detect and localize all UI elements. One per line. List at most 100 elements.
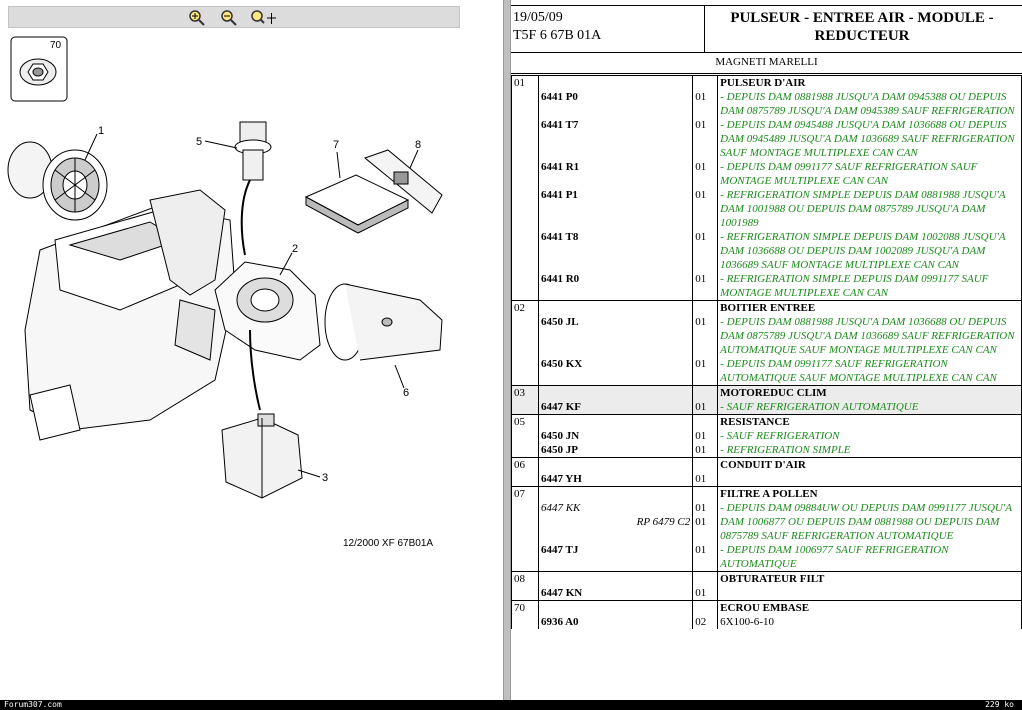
part-reference[interactable]: 6441 P0: [540, 91, 578, 103]
part-reference[interactable]: 6450 JL: [540, 316, 579, 328]
table-row[interactable]: 6447 TJ 01 - DEPUIS DAM 1006977 SAUF REFRI…: [511, 543, 1022, 572]
status-site: Forum307.com: [4, 700, 62, 709]
viewer-toolbar: [8, 6, 460, 28]
group-name: BOITIER ENTREE: [717, 300, 1022, 315]
callout-8: 8: [415, 139, 421, 151]
header-date: 19/05/09: [513, 10, 563, 25]
quantity: 01: [695, 189, 707, 201]
leader-lines: [84, 133, 419, 478]
table-row[interactable]: 6441 R0 01 - REFRIGERATION SIMPLE DEPUIS D…: [511, 272, 1022, 301]
part-reference[interactable]: 6450 JN: [540, 430, 580, 442]
table-row[interactable]: 6441 P1 01 - REFRIGERATION SIMPLE DEPUIS D…: [511, 188, 1022, 230]
part-reference[interactable]: 6441 T8: [540, 231, 579, 243]
applicability-note: - DEPUIS DAM 1006977 SAUF REFRIGERATION …: [717, 543, 1022, 572]
quantity: 01: [695, 316, 707, 328]
part-5-resistance: [234, 121, 272, 181]
group-number: 02: [511, 300, 539, 315]
quantity: 01: [695, 401, 707, 413]
applicability-note: - DEPUIS DAM 0881988 JUSQU'A DAM 0945388…: [717, 90, 1022, 118]
housing-module: [24, 189, 236, 441]
applicability-note: [717, 586, 1022, 601]
group-number: 07: [511, 486, 539, 501]
part-reference[interactable]: 6441 P1: [540, 189, 578, 201]
applicability-note: - REFRIGERATION SIMPLE DEPUIS DAM 099117…: [717, 272, 1022, 301]
callout-6: 6: [403, 387, 409, 399]
part-reference[interactable]: 6936 A0: [540, 616, 579, 628]
part-1-blower: [7, 141, 108, 221]
zoom-in-icon[interactable]: [187, 8, 207, 26]
table-row[interactable]: 6441 P0 01 - DEPUIS DAM 0881988 JUSQU'A DA…: [511, 90, 1022, 118]
status-bar: Forum307.com 229 ko: [0, 700, 1022, 710]
part-reference[interactable]: 6450 JP: [540, 444, 578, 456]
quantity: 01: [695, 502, 707, 514]
part-reference[interactable]: 6447 KF: [540, 401, 581, 413]
group-name: MOTOREDUC CLIM: [717, 385, 1022, 400]
group-name: OBTURATEUR FILT: [717, 571, 1022, 586]
table-row[interactable]: 6936 A0 02 6X100-6-10: [511, 615, 1022, 629]
panel-splitter[interactable]: [503, 0, 511, 702]
zoom-pan-icon[interactable]: [249, 8, 277, 26]
part-reference[interactable]: 6441 R1: [540, 161, 580, 173]
table-row[interactable]: 6447 YH 01: [511, 472, 1022, 487]
table-row[interactable]: 6441 T7 01 - DEPUIS DAM 0945488 JUSQU'A DA…: [511, 118, 1022, 160]
group-header-row: 06 CONDUIT D'AIR: [511, 457, 1022, 472]
callout-3: 3: [322, 472, 328, 484]
group-header-row: 02 BOITIER ENTREE: [511, 300, 1022, 315]
zoom-out-icon[interactable]: [219, 8, 239, 26]
quantity: 01: [695, 161, 707, 173]
quantity: 01: [695, 231, 707, 243]
parts-panel: 19/05/09 T5F 6 67B 01A PULSEUR - ENTREE …: [511, 0, 1022, 702]
part-reference[interactable]: 6447 KN: [540, 587, 583, 599]
applicability-note: - REFRIGERATION SIMPLE DEPUIS DAM 088198…: [717, 188, 1022, 230]
group-name: CONDUIT D'AIR: [717, 457, 1022, 472]
quantity: 01: [695, 119, 707, 131]
part-reference[interactable]: 6447 TJ: [540, 544, 579, 556]
applicability-note: - DEPUIS DAM 0945488 JUSQU'A DAM 1036688…: [717, 118, 1022, 160]
lead-wire: [240, 179, 251, 256]
callout-1: 1: [98, 125, 104, 137]
part-7-filter: [304, 174, 410, 234]
quantity: 01: [695, 473, 707, 485]
quantity: 01: [695, 544, 707, 556]
parts-header: 19/05/09 T5F 6 67B 01A PULSEUR - ENTREE …: [511, 5, 1022, 53]
applicability-note: - DEPUIS DAM 0991177 SAUF REFRIGERATION …: [717, 357, 1022, 386]
quantity: 01: [695, 91, 707, 103]
table-row[interactable]: 6441 T8 01 - REFRIGERATION SIMPLE DEPUIS D…: [511, 230, 1022, 272]
header-code: T5F 6 67B 01A: [513, 28, 602, 43]
quantity: 01: [695, 273, 707, 285]
callout-2: 2: [292, 243, 298, 255]
applicability-note: - REFRIGERATION SIMPLE DEPUIS DAM 100208…: [717, 230, 1022, 272]
applicability-note: 6X100-6-10: [717, 615, 1022, 629]
part-reference[interactable]: 6441 R0: [540, 273, 580, 285]
table-row[interactable]: 6447 KF 01 - SAUF REFRIGERATION AUTOMATIQU…: [511, 400, 1022, 415]
part-reference[interactable]: 6447 KK: [540, 502, 581, 514]
group-name: ECROU EMBASE: [717, 600, 1022, 615]
part-reference[interactable]: 6447 YH: [540, 473, 582, 485]
group-number: 06: [511, 457, 539, 472]
lead-wire: [249, 329, 261, 411]
group-header-row: 08 OBTURATEUR FILT: [511, 571, 1022, 586]
applicability-note: - REFRIGERATION SIMPLE: [717, 443, 1022, 458]
part-reference[interactable]: 6450 KX: [540, 358, 583, 370]
group-number: 08: [511, 571, 539, 586]
callout-5: 5: [196, 136, 202, 148]
callout-7: 7: [333, 139, 339, 151]
part-reference[interactable]: 6441 T7: [540, 119, 579, 131]
replacement-reference[interactable]: RP 6479 C2: [636, 516, 691, 528]
quantity: 01: [695, 430, 707, 442]
applicability-note: [717, 472, 1022, 487]
quantity: 02: [695, 616, 707, 628]
status-size: 229 ko: [985, 700, 1014, 709]
applicability-note: - SAUF REFRIGERATION AUTOMATIQUE: [717, 400, 1022, 415]
